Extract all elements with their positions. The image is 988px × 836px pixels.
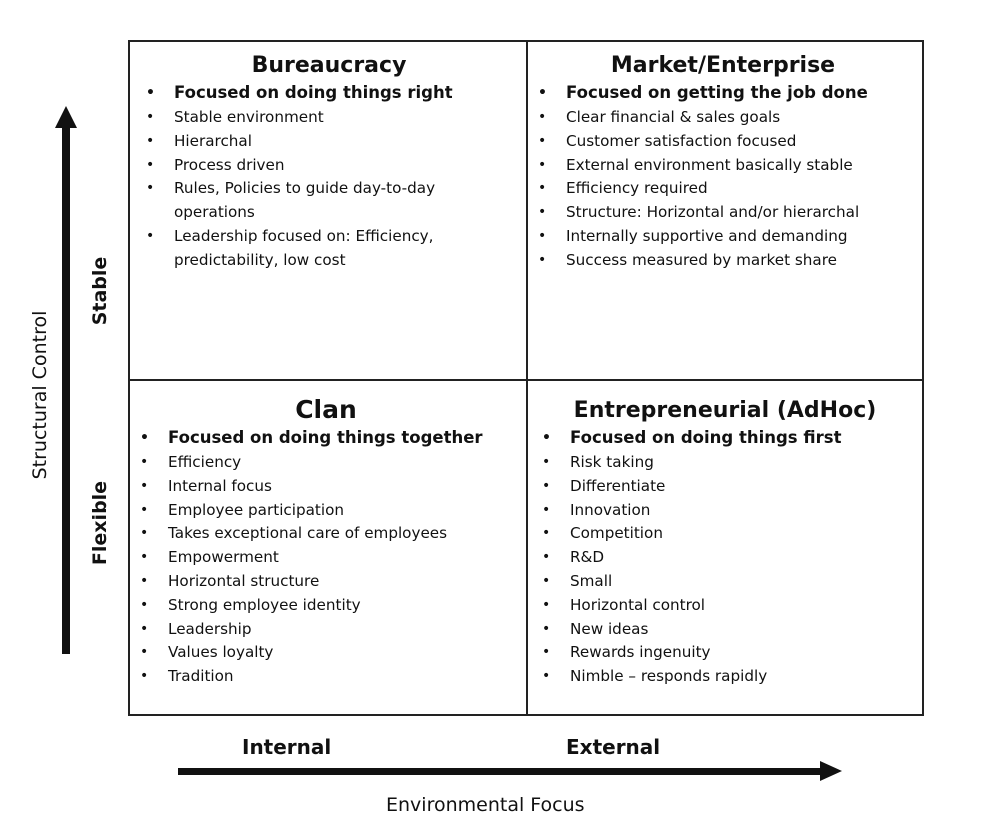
- list-item: Internal focus: [138, 475, 514, 499]
- vertical-axis-top-label: Stable: [89, 256, 111, 326]
- list-item: Competition: [540, 522, 910, 546]
- horizontal-axis-line: [178, 768, 824, 775]
- list-item: Focused on getting the job done: [536, 80, 910, 106]
- vertical-axis-line: [62, 126, 70, 654]
- quadrant-clan: Clan Focused on doing things together Ef…: [130, 381, 526, 689]
- quadrant-title: Market/Enterprise: [610, 53, 836, 78]
- list-item: Strong employee identity: [138, 594, 514, 618]
- list-item: R&D: [540, 546, 910, 570]
- quadrant-title: Clan: [295, 395, 357, 424]
- list-item: Horizontal control: [540, 594, 910, 618]
- list-item: Risk taking: [540, 451, 910, 475]
- list-item: Values loyalty: [138, 641, 514, 665]
- list-item: Focused on doing things together: [138, 425, 514, 451]
- list-item: Focused on doing things right: [144, 80, 514, 106]
- quadrant-list: Focused on doing things first Risk takin…: [540, 425, 910, 689]
- list-item: Innovation: [540, 499, 910, 523]
- list-item: Clear financial & sales goals: [536, 106, 910, 130]
- list-item: Horizontal structure: [138, 570, 514, 594]
- quadrant-bureaucracy: Bureaucracy Focused on doing things righ…: [130, 42, 526, 273]
- horizontal-axis-title: Environmental Focus: [386, 794, 585, 816]
- list-item: Internally supportive and demanding: [536, 225, 910, 249]
- list-item: Structure: Horizontal and/or hierarchal: [536, 201, 910, 225]
- quadrant-list: Focused on doing things right Stable env…: [144, 80, 514, 273]
- quadrant-grid: Bureaucracy Focused on doing things righ…: [128, 40, 924, 716]
- list-item: Focused on doing things first: [540, 425, 910, 451]
- list-item: Differentiate: [540, 475, 910, 499]
- quadrant-market-enterprise: Market/Enterprise Focused on getting the…: [528, 42, 922, 273]
- list-item: External environment basically stable: [536, 154, 910, 178]
- quadrant-title: Entrepreneurial (AdHoc): [573, 398, 877, 423]
- list-item: Hierarchal: [144, 130, 514, 154]
- vertical-axis-title: Structural Control: [29, 310, 51, 480]
- list-item: Leadership: [138, 618, 514, 642]
- list-item: Small: [540, 570, 910, 594]
- list-item: Leadership focused on: Efficiency, predi…: [144, 225, 514, 273]
- list-item: Takes exceptional care of employees: [138, 522, 514, 546]
- list-item: Success measured by market share: [536, 249, 910, 273]
- list-item: Efficiency: [138, 451, 514, 475]
- vertical-axis-bottom-label: Flexible: [89, 480, 111, 566]
- list-item: Employee participation: [138, 499, 514, 523]
- horizontal-divider: [130, 379, 922, 381]
- list-item: Customer satisfaction focused: [536, 130, 910, 154]
- list-item: Process driven: [144, 154, 514, 178]
- right-arrow-icon: [820, 761, 842, 781]
- vertical-divider: [526, 42, 528, 714]
- quadrant-title: Bureaucracy: [251, 53, 407, 78]
- list-item: Rewards ingenuity: [540, 641, 910, 665]
- horizontal-axis-right-label: External: [566, 735, 661, 759]
- list-item: Nimble – responds rapidly: [540, 665, 910, 689]
- list-item: Efficiency required: [536, 177, 910, 201]
- quadrant-list: Focused on getting the job done Clear fi…: [536, 80, 910, 273]
- list-item: Stable environment: [144, 106, 514, 130]
- list-item: Tradition: [138, 665, 514, 689]
- quadrant-entrepreneurial: Entrepreneurial (AdHoc) Focused on doing…: [528, 381, 922, 689]
- list-item: New ideas: [540, 618, 910, 642]
- list-item: Rules, Policies to guide day-to-day oper…: [144, 177, 514, 225]
- quadrant-list: Focused on doing things together Efficie…: [138, 425, 514, 689]
- list-item: Empowerment: [138, 546, 514, 570]
- up-arrow-icon: [55, 106, 77, 128]
- horizontal-axis-left-label: Internal: [242, 735, 332, 759]
